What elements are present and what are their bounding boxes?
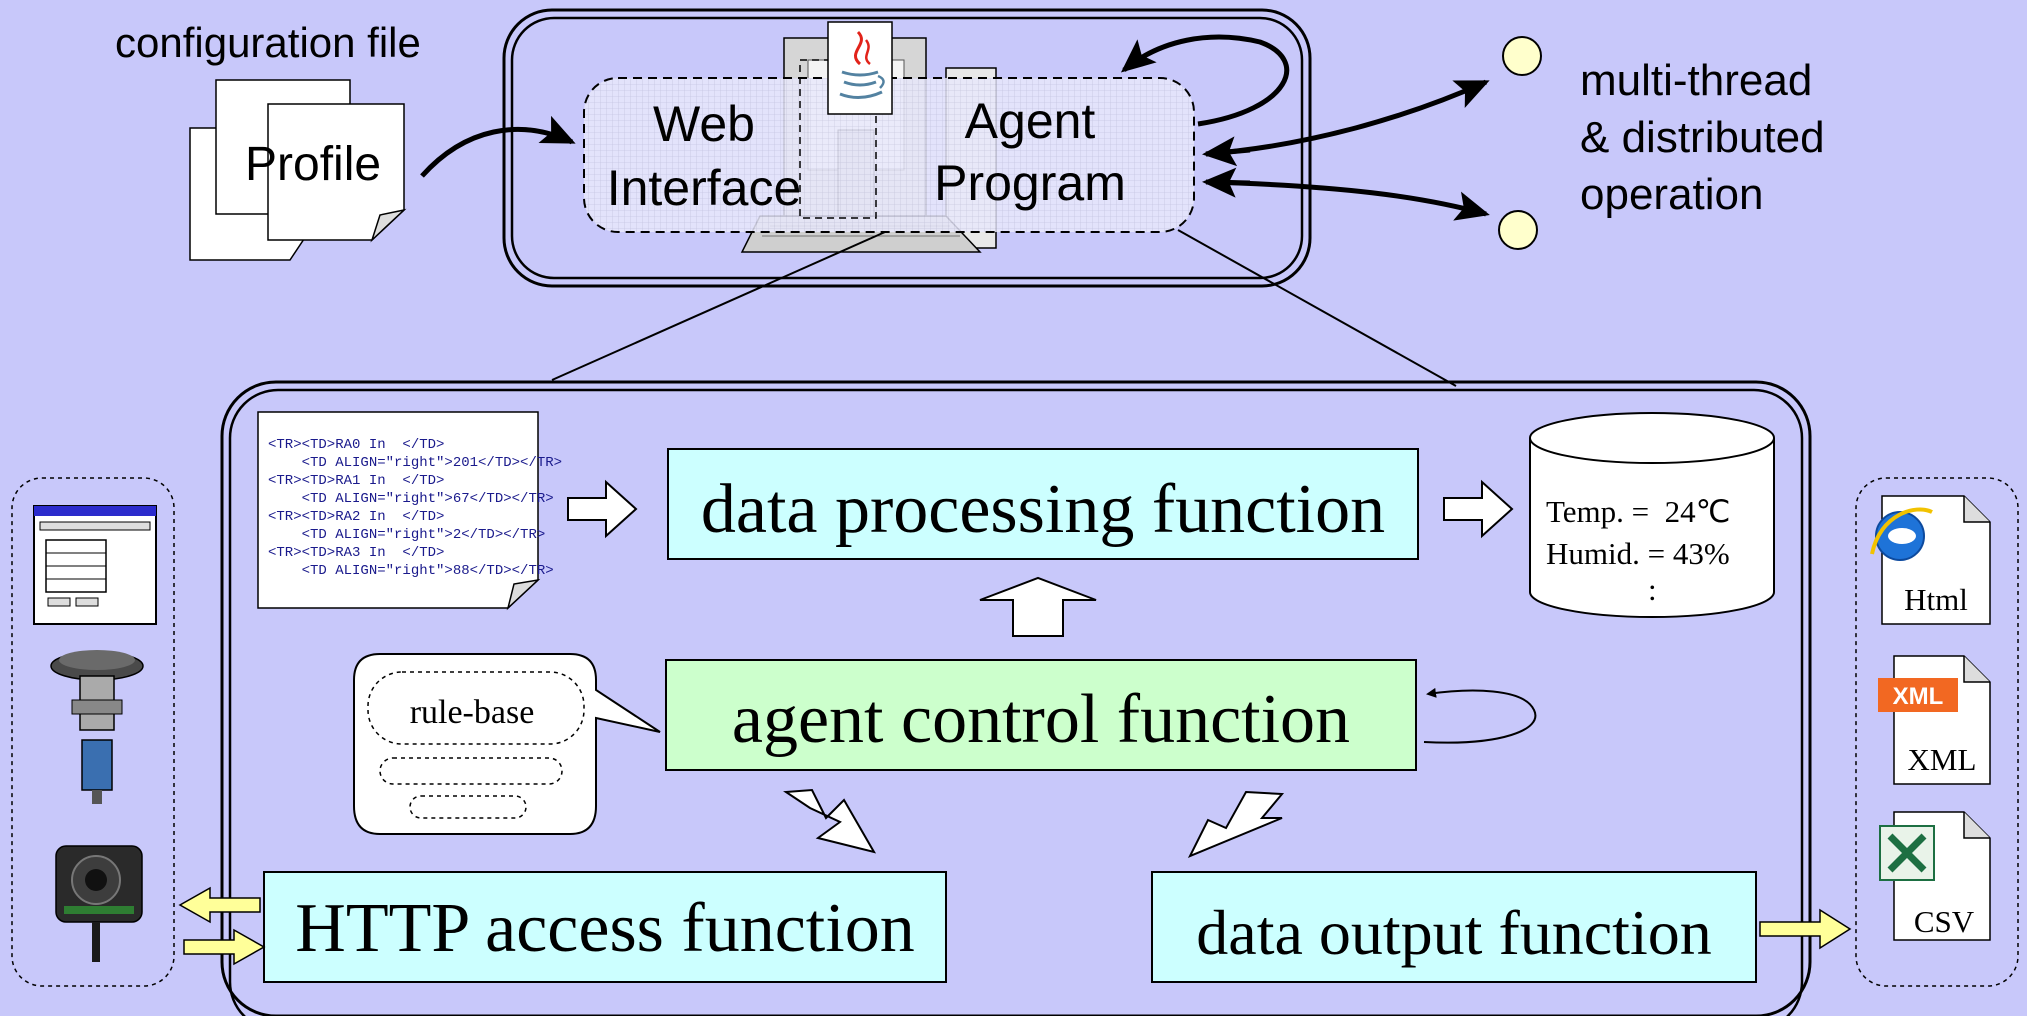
profile-label: Profile bbox=[245, 138, 381, 191]
html-snippet-line: <TD ALIGN="right">67</TD></TR> bbox=[268, 491, 554, 507]
html-snippet-line: <TR><TD>RA0 In </TD> bbox=[268, 437, 444, 453]
agent-control-function-box bbox=[665, 659, 1417, 771]
csv-file-label: CSV bbox=[1914, 904, 1975, 939]
agent-detail-container bbox=[220, 380, 1812, 1016]
html-snippet-line: <TR><TD>RA2 In </TD> bbox=[268, 509, 444, 525]
html-snippet-line: <TR><TD>RA1 In </TD> bbox=[268, 473, 444, 489]
html-snippet-line: <TD ALIGN="right">2</TD></TR> bbox=[268, 527, 545, 543]
web-interface-label-line2: Interface bbox=[607, 160, 802, 216]
output-to-files-arrow bbox=[1759, 908, 1852, 950]
database-line-temp: Temp. = 24℃ bbox=[1546, 494, 1730, 529]
rule-base-label: rule-base bbox=[410, 694, 535, 731]
agent-control-self-loop-arrow bbox=[1423, 687, 1537, 744]
xml-file-label: XML bbox=[1908, 742, 1977, 777]
thread-arrow-lower bbox=[1209, 179, 1490, 221]
http-access-function-label: HTTP access function bbox=[295, 890, 914, 967]
network-camera-icon bbox=[55, 845, 143, 962]
multithread-label-line2: & distributed bbox=[1580, 113, 1825, 162]
database-cylinder-icon bbox=[1529, 412, 1775, 618]
html-snippet-line: <TR><TD>RA3 In </TD> bbox=[268, 545, 444, 561]
agent-program-label-line2: Program bbox=[934, 155, 1126, 211]
device-panel bbox=[11, 477, 175, 987]
http-access-function-box bbox=[263, 871, 947, 983]
control-to-output-arrow bbox=[1187, 790, 1285, 858]
device-to-http-arrow bbox=[183, 928, 266, 966]
thread-arrow-upper bbox=[1205, 79, 1490, 157]
zoom-line-right bbox=[1177, 229, 1457, 387]
output-formats-panel bbox=[1855, 477, 2019, 987]
thread-node-lower bbox=[1498, 210, 1538, 250]
profile-to-agent-arrow bbox=[420, 115, 576, 178]
config-file-caption: configuration file bbox=[115, 19, 421, 66]
zoom-line-left bbox=[551, 231, 886, 381]
html-snippet-line: <TD ALIGN="right">201</TD></TR> bbox=[268, 455, 562, 471]
control-to-processing-arrow bbox=[979, 576, 1097, 637]
agent-program-label-line1: Agent bbox=[965, 93, 1096, 149]
sensor-device-icon bbox=[50, 650, 144, 804]
snippet-to-processing-arrow bbox=[567, 479, 638, 539]
data-processing-function-label: data processing function bbox=[701, 471, 1385, 548]
profile-document-icon bbox=[189, 79, 407, 261]
agent-self-loop-arrow bbox=[1120, 34, 1290, 127]
thread-node-upper bbox=[1502, 36, 1542, 76]
multithread-label-line1: multi-thread bbox=[1580, 56, 1812, 105]
database-line-ellipsis: : bbox=[1648, 572, 1657, 607]
control-to-http-arrow bbox=[783, 788, 877, 854]
database-line-humid: Humid. = 43% bbox=[1546, 536, 1730, 571]
agent-control-function-label: agent control function bbox=[732, 681, 1350, 758]
agent-container bbox=[502, 8, 1312, 288]
web-interface-label-line1: Web bbox=[653, 96, 755, 152]
processing-to-database-arrow bbox=[1443, 479, 1514, 539]
data-output-function-label: data output function bbox=[1196, 897, 1711, 968]
multithread-label-line3: operation bbox=[1580, 170, 1763, 219]
excel-icon bbox=[1879, 825, 1935, 881]
data-processing-function-box bbox=[667, 448, 1419, 560]
data-output-function-box bbox=[1151, 871, 1757, 983]
internet-explorer-icon bbox=[1870, 507, 1933, 561]
web-page-window-icon bbox=[33, 505, 157, 625]
html-file-label: Html bbox=[1904, 582, 1968, 617]
xml-badge-label: XML bbox=[1893, 683, 1944, 710]
html-snippet-lines: <TR><TD>RA0 In </TD> <TD ALIGN="right">2… bbox=[268, 437, 562, 579]
xml-badge bbox=[1878, 678, 1958, 712]
html-source-document bbox=[257, 411, 541, 611]
http-to-device-arrow bbox=[178, 886, 261, 924]
java-logo-icon bbox=[827, 21, 893, 115]
html-snippet-line: <TD ALIGN="right">88</TD></TR> bbox=[268, 563, 554, 579]
